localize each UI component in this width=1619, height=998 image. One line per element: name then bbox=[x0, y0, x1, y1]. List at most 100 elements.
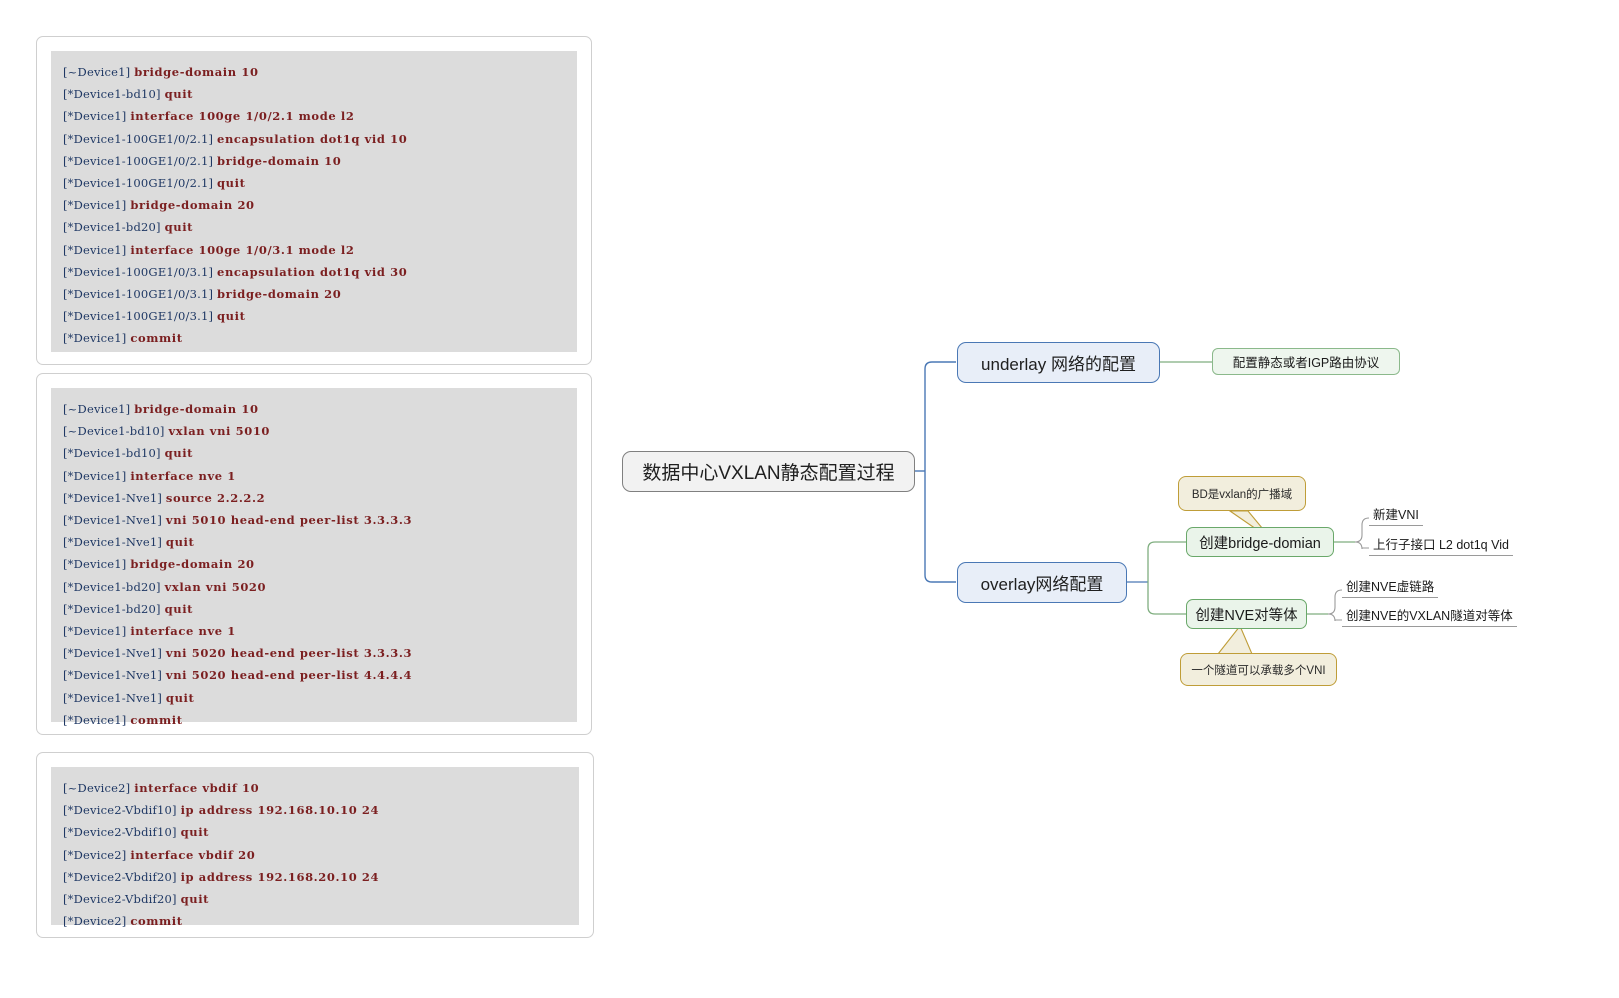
code-command: interface vbdif 20 bbox=[130, 847, 256, 862]
code-prompt: [*Device1-bd10] bbox=[63, 87, 165, 102]
code-line: [*Device1-Nve1] vni 5020 head-end peer-l… bbox=[63, 642, 565, 664]
code-line: [*Device1-100GE1/0/3.1] bridge-domain 20 bbox=[63, 283, 565, 305]
mindmap-leaf-uplink-subinterface[interactable]: 上行子接口 L2 dot1q Vid bbox=[1369, 537, 1513, 556]
mindmap-leaf-nve-virtual-link[interactable]: 创建NVE虚链路 bbox=[1342, 579, 1439, 598]
code-prompt: [*Device1-100GE1/0/3.1] bbox=[63, 287, 218, 302]
code-line: [*Device1] interface nve 1 bbox=[63, 620, 565, 642]
mindmap-node-create-nve-peer[interactable]: 创建NVE对等体 bbox=[1186, 599, 1307, 629]
code-command: vxlan vni 5020 bbox=[164, 579, 267, 594]
mindmap-node-create-bridge-domain[interactable]: 创建bridge-domian bbox=[1186, 527, 1334, 557]
code-line: [*Device1-Nve1] vni 5010 head-end peer-l… bbox=[63, 509, 565, 531]
code-line: [*Device2-Vbdif20] quit bbox=[63, 888, 567, 910]
mindmap-root-node[interactable]: 数据中心VXLAN静态配置过程 bbox=[622, 451, 915, 492]
code-line: [*Device2-Vbdif20] ip address 192.168.20… bbox=[63, 866, 567, 888]
code-prompt: [*Device1-Nve1] bbox=[63, 513, 166, 528]
mindmap-callout-bd-note[interactable]: BD是vxlan的广播域 bbox=[1178, 476, 1306, 511]
code-prompt: [*Device1] bbox=[63, 242, 131, 257]
code-line: [*Device1] bridge-domain 20 bbox=[63, 553, 565, 575]
mindmap-node-create-nve-peer-label: 创建NVE对等体 bbox=[1195, 607, 1298, 624]
code-card-device1-bridge-domain: [~Device1] bridge-domain 10 [*Device1-bd1… bbox=[36, 36, 592, 365]
code-command: bridge-domain 10 bbox=[217, 153, 342, 168]
code-command: ip address 192.168.20.10 24 bbox=[180, 869, 380, 884]
code-prompt: [*Device1] bbox=[63, 109, 131, 124]
code-command: bridge-domain 20 bbox=[130, 198, 255, 213]
mindmap-leaf-uplink-subinterface-label: 上行子接口 L2 dot1q Vid bbox=[1373, 538, 1509, 552]
code-prompt: [*Device1-100GE1/0/2.1] bbox=[63, 131, 218, 146]
code-prompt: [*Device1] bbox=[63, 331, 131, 346]
code-line: [*Device1] interface 100ge 1/0/2.1 mode … bbox=[63, 105, 565, 127]
code-line: [~Device1-bd10] vxlan vni 5010 bbox=[63, 420, 565, 442]
code-command: bridge-domain 10 bbox=[134, 402, 259, 416]
mindmap-callout-tunnel-note[interactable]: 一个隧道可以承载多个VNI bbox=[1180, 653, 1337, 686]
code-command: quit bbox=[164, 220, 194, 235]
code-line: [*Device1-bd10] quit bbox=[63, 83, 565, 105]
code-command: encapsulation dot1q vid 10 bbox=[217, 131, 408, 146]
mindmap-callout-tunnel-note-label: 一个隧道可以承载多个VNI bbox=[1191, 664, 1326, 677]
mindmap-leaf-nve-vxlan-tunnel-peer-label: 创建NVE的VXLAN隧道对等体 bbox=[1346, 609, 1513, 623]
code-command: ip address 192.168.10.10 24 bbox=[180, 803, 380, 818]
mindmap-branch-underlay[interactable]: underlay 网络的配置 bbox=[957, 342, 1160, 383]
code-line: [*Device1-100GE1/0/2.1] bridge-domain 10 bbox=[63, 150, 565, 172]
code-prompt: [*Device1] bbox=[63, 557, 131, 572]
code-prompt: [*Device1-Nve1] bbox=[63, 668, 166, 683]
code-line: [*Device1-Nve1] vni 5020 head-end peer-l… bbox=[63, 664, 565, 686]
code-command: commit bbox=[130, 914, 183, 929]
code-line: [*Device1-bd10] quit bbox=[63, 442, 565, 464]
code-block: [~Device2] interface vbdif 10[*Device2-V… bbox=[51, 767, 579, 928]
code-line: [*Device1] commit bbox=[63, 327, 565, 349]
code-line: [*Device1] bridge-domain 20 bbox=[63, 194, 565, 216]
code-command: vni 5020 head-end peer-list 4.4.4.4 bbox=[165, 668, 413, 683]
code-command: interface 100ge 1/0/3.1 mode l2 bbox=[130, 242, 355, 257]
code-command: quit bbox=[164, 601, 194, 616]
code-prompt: [*Device1] bbox=[63, 468, 131, 483]
code-line: [*Device1] interface 100ge 1/0/3.1 mode … bbox=[63, 239, 565, 261]
code-command: interface nve 1 bbox=[130, 468, 236, 483]
code-prompt: [*Device1-bd20] bbox=[63, 601, 165, 616]
code-command: quit bbox=[164, 87, 194, 102]
code-command: commit bbox=[130, 331, 183, 346]
code-command: quit bbox=[164, 446, 194, 461]
code-command: interface nve 1 bbox=[130, 624, 236, 639]
code-prompt: [*Device1-100GE1/0/2.1] bbox=[63, 153, 218, 168]
code-command: bridge-domain 20 bbox=[130, 557, 255, 572]
code-line: [~Device1] bridge-domain 10 bbox=[63, 398, 565, 420]
code-prompt: [*Device2-Vbdif20] bbox=[63, 892, 181, 907]
code-prompt: [*Device1] bbox=[63, 712, 131, 727]
code-card-device2-vbdif: [~Device2] interface vbdif 10[*Device2-V… bbox=[36, 752, 594, 938]
code-command: quit bbox=[180, 892, 210, 907]
mindmap-callout-bd-note-label: BD是vxlan的广播域 bbox=[1191, 488, 1293, 501]
code-line: [*Device1-Nve1] quit bbox=[63, 687, 565, 709]
mindmap-branch-overlay[interactable]: overlay网络配置 bbox=[957, 562, 1127, 603]
code-line: [*Device1] interface nve 1 bbox=[63, 465, 565, 487]
code-command: encapsulation dot1q vid 30 bbox=[217, 264, 408, 279]
mindmap-leaf-new-vni-label: 新建VNI bbox=[1373, 508, 1419, 522]
code-prompt: [~Device1-bd10] bbox=[63, 424, 169, 439]
code-line: [*Device1-100GE1/0/2.1] quit bbox=[63, 172, 565, 194]
code-block: [~Device1] bridge-domain 10 [*Device1-bd1… bbox=[51, 51, 577, 352]
code-prompt: [*Device1] bbox=[63, 624, 131, 639]
code-command: quit bbox=[180, 825, 210, 840]
code-line: [*Device1-bd20] quit bbox=[63, 216, 565, 238]
mindmap-node-underlay-routing[interactable]: 配置静态或者IGP路由协议 bbox=[1212, 348, 1400, 375]
code-command: bridge-domain 10 bbox=[134, 65, 259, 79]
code-card-device1-vxlan-nve: [~Device1] bridge-domain 10[~Device1-bd1… bbox=[36, 373, 592, 735]
code-line: [*Device1-bd20] vxlan vni 5020 bbox=[63, 576, 565, 598]
code-prompt: [*Device2-Vbdif20] bbox=[63, 869, 181, 884]
mindmap-root-label: 数据中心VXLAN静态配置过程 bbox=[642, 463, 895, 484]
code-prompt: [*Device1-Nve1] bbox=[63, 690, 166, 705]
code-command: commit bbox=[130, 712, 183, 727]
code-command: quit bbox=[165, 690, 195, 705]
code-command: vni 5020 head-end peer-list 3.3.3.3 bbox=[165, 646, 413, 661]
code-command: vni 5010 head-end peer-list 3.3.3.3 bbox=[165, 513, 413, 528]
code-command: vxlan vni 5010 bbox=[168, 424, 271, 439]
code-command: quit bbox=[217, 309, 246, 324]
code-command: interface 100ge 1/0/2.1 mode l2 bbox=[130, 109, 355, 124]
code-command: interface vbdif 10 bbox=[134, 781, 260, 795]
mindmap-branch-overlay-label: overlay网络配置 bbox=[980, 575, 1104, 594]
code-prompt: [*Device1-100GE1/0/3.1] bbox=[63, 264, 218, 279]
mindmap-leaf-new-vni[interactable]: 新建VNI bbox=[1369, 507, 1423, 526]
code-prompt: [~Device1] bbox=[63, 65, 135, 79]
mindmap-leaf-nve-vxlan-tunnel-peer[interactable]: 创建NVE的VXLAN隧道对等体 bbox=[1342, 608, 1517, 627]
code-line: [*Device2] commit bbox=[63, 910, 567, 932]
mindmap-node-create-bridge-domain-label: 创建bridge-domian bbox=[1199, 535, 1321, 552]
